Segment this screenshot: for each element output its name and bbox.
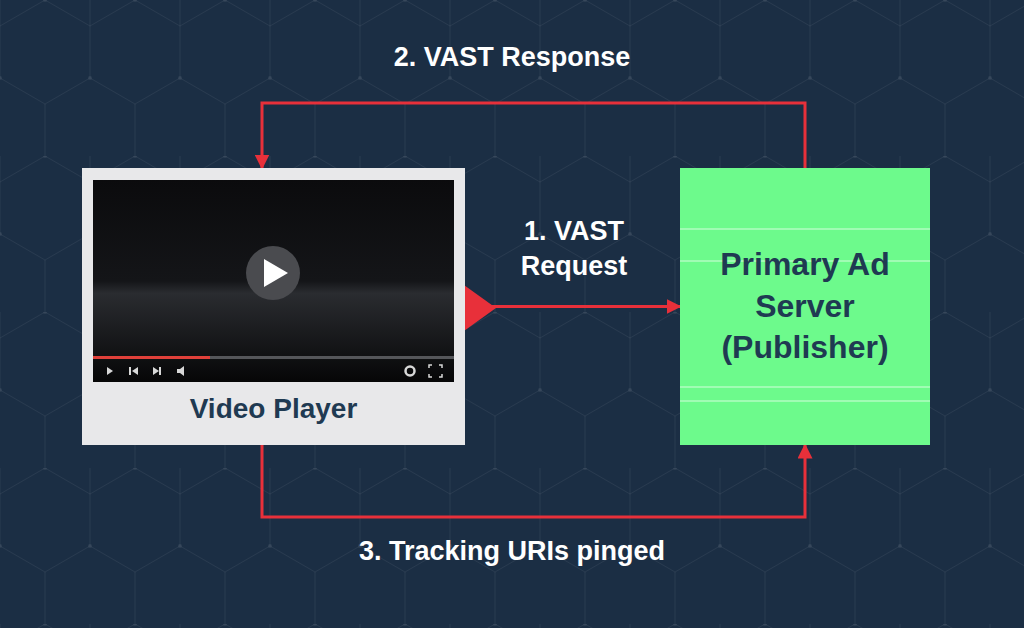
player-box: Video Player (82, 168, 465, 445)
play-button (246, 246, 300, 300)
play-icon (264, 259, 288, 287)
server-box: Primary Ad Server (Publisher) (680, 168, 930, 445)
arrow-connector (262, 445, 805, 517)
box-rule (680, 386, 930, 388)
arrow-connector (465, 305, 680, 308)
progress-track (93, 356, 454, 359)
video-screen (93, 180, 454, 382)
progress-played (93, 356, 210, 359)
edge-label: 1. VAST Request (499, 214, 649, 284)
box-rule (680, 228, 930, 230)
edge-label: 3. Tracking URIs pinged (282, 534, 742, 569)
edge-label: 2. VAST Response (312, 40, 712, 75)
control-icons (107, 365, 442, 377)
node-label: Primary Ad Server (Publisher) (717, 244, 893, 369)
arrow-connector (262, 103, 805, 168)
box-rule (680, 400, 930, 402)
node-label: Video Player (190, 391, 358, 427)
